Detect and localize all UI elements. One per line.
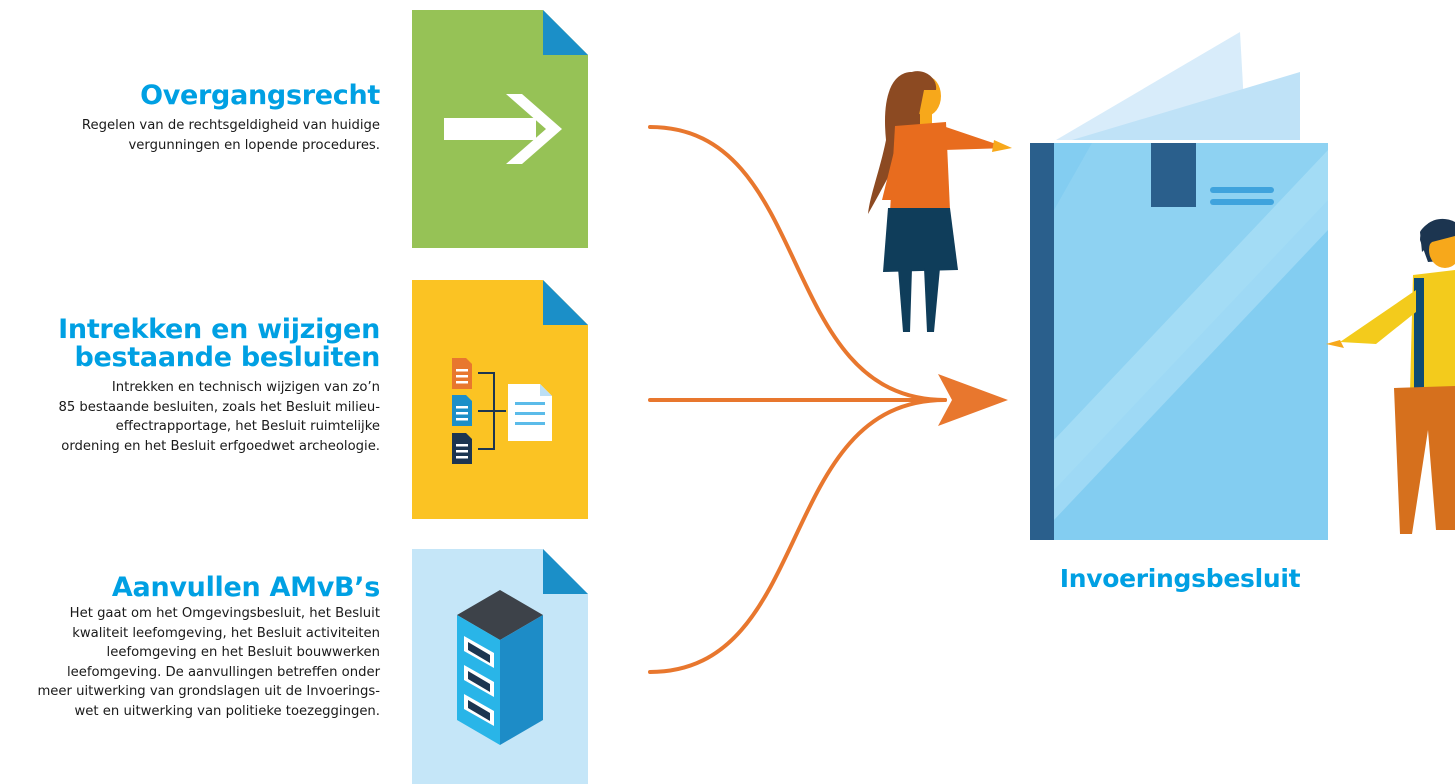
description-line: leefomgeving en het Besluit bouwwerken <box>106 645 380 660</box>
arrow-right-icon <box>444 94 562 164</box>
description-line: Het gaat om het Omgevingsbesluit, het Be… <box>69 606 380 621</box>
description-line: kwaliteit leefomgeving, het Besluit acti… <box>72 625 380 641</box>
description-line: Regelen van de rechtsgeldigheid van huid… <box>81 118 380 133</box>
arrow-line-bottom <box>648 398 947 674</box>
intrekken-description: Intrekken en technisch wijzigen van zo’n… <box>58 378 380 456</box>
book-icon <box>1030 32 1328 540</box>
merge-arrows <box>648 125 947 674</box>
title-line: Intrekken en wijzigen <box>58 314 380 345</box>
arrow-line-top <box>648 125 947 402</box>
description-line: vergunningen en lopende procedures. <box>128 137 381 153</box>
overgangsrecht-title: Overgangsrecht <box>140 80 380 111</box>
arrowhead-icon <box>938 374 1008 426</box>
aanvullen-block: Aanvullen AMvB’s Het gaat om het Omgevin… <box>37 574 380 721</box>
aanvullen-title: Aanvullen AMvB’s <box>111 572 380 603</box>
description-line: Intrekken en technisch wijzigen van zo’n <box>111 380 380 395</box>
overgangsrecht-block: Overgangsrecht Regelen van de rechtsgeld… <box>82 82 380 155</box>
man-figure <box>1326 218 1455 534</box>
description-line: ordening en het Besluit erfgoedwet arche… <box>61 438 380 454</box>
aanvullen-document <box>412 549 588 784</box>
description-line: effectrapportage, het Besluit ruimtelijk… <box>115 419 380 434</box>
description-line: wet en uitwerking van politieke toezeggi… <box>74 703 380 719</box>
documents-merge-icon <box>452 358 552 464</box>
aanvullen-description: Het gaat om het Omgevingsbesluit, het Be… <box>37 604 380 721</box>
description-line: 85 bestaande besluiten, zoals het Beslui… <box>58 399 380 415</box>
intrekken-title: Intrekken en wijzigen bestaande besluite… <box>58 316 380 372</box>
overgangsrecht-description: Regelen van de rechtsgeldigheid van huid… <box>82 116 380 155</box>
intrekken-document <box>412 280 588 519</box>
intrekken-block: Intrekken en wijzigen bestaande besluite… <box>58 316 380 456</box>
file-cabinet-icon <box>457 590 543 745</box>
title-line: bestaande besluiten <box>74 342 381 373</box>
invoeringsbesluit-label: Invoeringsbesluit <box>1059 564 1301 593</box>
overgangsrecht-document <box>412 10 588 248</box>
description-line: meer uitwerking van grondslagen uit de I… <box>37 684 380 699</box>
woman-figure <box>868 71 1012 332</box>
description-line: leefomgeving. De aanvullingen betreffen … <box>66 664 380 680</box>
